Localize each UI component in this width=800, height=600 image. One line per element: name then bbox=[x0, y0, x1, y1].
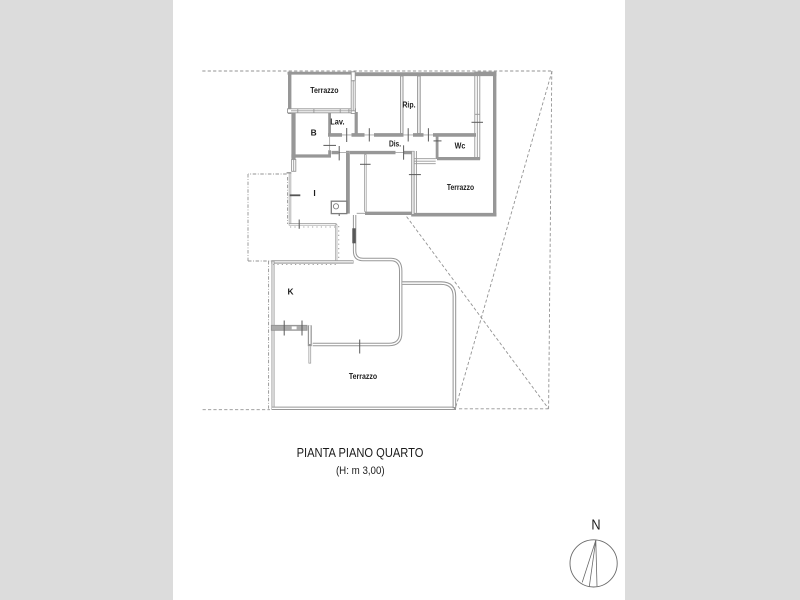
svg-text:Terrazzo: Terrazzo bbox=[447, 182, 474, 192]
svg-text:K: K bbox=[287, 287, 293, 297]
svg-text:PIANTA PIANO QUARTO: PIANTA PIANO QUARTO bbox=[297, 445, 424, 460]
svg-text:Dis.: Dis. bbox=[389, 138, 401, 148]
svg-text:Lav.: Lav. bbox=[330, 116, 344, 126]
svg-text:N: N bbox=[591, 518, 600, 534]
svg-text:Terrazzo: Terrazzo bbox=[310, 85, 338, 95]
svg-text:B: B bbox=[311, 128, 317, 138]
svg-text:Rip.: Rip. bbox=[402, 99, 415, 109]
svg-text:Terrazzo: Terrazzo bbox=[349, 371, 377, 381]
svg-text:Wc: Wc bbox=[455, 141, 466, 151]
svg-text:(H: m 3,00): (H: m 3,00) bbox=[336, 465, 385, 477]
svg-text:I: I bbox=[313, 188, 315, 198]
